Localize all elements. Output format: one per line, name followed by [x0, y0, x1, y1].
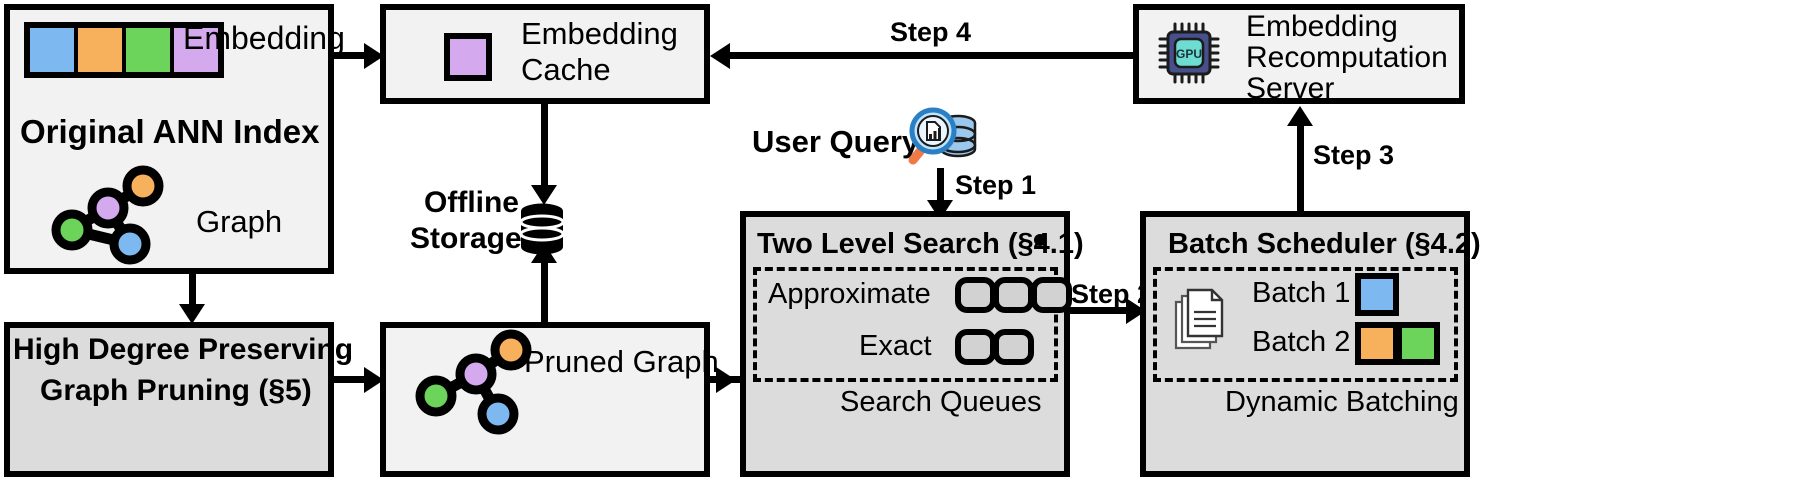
approximate-queue-tile-3	[1031, 277, 1072, 313]
approximate-queue-tile-1	[1034, 234, 1046, 246]
arrow-index-to-cache-head	[364, 43, 384, 69]
embedding-cell-green	[126, 28, 174, 72]
recomputation-server-line3: Server	[1246, 72, 1335, 105]
magnifier-over-database-icon	[908, 107, 977, 165]
arrow-step2-line	[1070, 307, 1140, 314]
search-queues-footer: Search Queues	[840, 386, 1042, 418]
batch-1-chip-blue	[1355, 273, 1399, 316]
database-cylinder-icon	[519, 203, 565, 255]
step3-label: Step 3	[1313, 140, 1395, 170]
arrow-cache-to-storage-head	[531, 185, 557, 205]
user-query-label: User Query	[752, 124, 920, 159]
gpu-chip-icon: GPU	[1158, 22, 1220, 84]
embedding-cell-purple	[174, 28, 218, 72]
search-queues-panel	[753, 267, 1058, 382]
search-row-label-approximate: Approximate	[768, 278, 931, 310]
arrow-step3-line	[1297, 120, 1304, 211]
embedding-vector-chips	[24, 22, 224, 78]
pruned-graph-label: Pruned Graph	[524, 344, 719, 379]
arrow-step1-line	[937, 168, 944, 208]
original-graph-icon	[51, 165, 164, 265]
batch-2-chip-green	[1396, 322, 1440, 365]
two-level-search-title: Two Level Search (§4.1)	[757, 228, 1084, 260]
embedding-cache-line1: Embedding	[521, 16, 678, 51]
gpu-icon-text: GPU	[1176, 47, 1202, 61]
step1-label: Step 1	[955, 170, 1037, 200]
arrow-pruning-to-pruned-head	[364, 367, 384, 393]
offline-storage-line2: Storage	[410, 222, 522, 255]
batch-2-chip-orange	[1355, 322, 1399, 365]
step4-label: Step 4	[890, 17, 972, 47]
original-ann-index-title: Original ANN Index	[20, 113, 320, 150]
arrow-pruned-to-storage-line	[541, 255, 548, 323]
graph-pruning-line1: High Degree Preserving	[13, 333, 354, 366]
embedding-cache-line2: Cache	[521, 52, 611, 87]
exact-queue-tile-1	[955, 329, 996, 365]
embedding-label: Embedding	[183, 20, 345, 56]
dynamic-batching-footer: Dynamic Batching	[1225, 386, 1459, 418]
arrow-cache-to-storage-line	[541, 104, 548, 190]
arrow-step4-line	[716, 52, 1134, 59]
pruned-graph-icon	[415, 329, 532, 435]
arrow-step3-head	[1287, 106, 1313, 126]
arrow-step4-head	[710, 43, 730, 69]
embedding-cell-blue	[30, 28, 78, 72]
embedding-cache-box	[380, 4, 710, 104]
dynamic-batching-panel	[1153, 267, 1458, 382]
batch-2-label: Batch 2	[1252, 326, 1351, 358]
arrow-index-to-cache-line	[334, 52, 376, 59]
embedding-cell-orange	[78, 28, 126, 72]
offline-storage-line1: Offline	[424, 186, 519, 219]
recomputation-server-line1: Embedding	[1246, 10, 1398, 43]
arrow-pruned-to-search-head	[716, 367, 736, 393]
graph-pruning-box	[4, 322, 334, 477]
recomputation-server-line2: Recomputation	[1246, 41, 1448, 74]
approximate-queue-tile-2	[993, 277, 1034, 313]
arrow-index-to-pruning-line	[189, 274, 196, 310]
documents-stack-icon	[1174, 288, 1224, 350]
graph-pruning-line2: Graph Pruning (§5)	[40, 374, 312, 407]
arrow-index-to-pruning-head	[179, 304, 205, 324]
exact-queue-tile-2	[993, 329, 1034, 365]
embedding-cache-chip	[444, 33, 492, 81]
batch-scheduler-title: Batch Scheduler (§4.2)	[1168, 228, 1481, 260]
arrow-pruning-to-pruned-line	[334, 376, 372, 383]
approximate-queue-tile-1	[955, 277, 996, 313]
search-row-label-exact: Exact	[859, 330, 932, 362]
batch-1-label: Batch 1	[1252, 277, 1351, 309]
graph-label: Graph	[196, 204, 283, 239]
